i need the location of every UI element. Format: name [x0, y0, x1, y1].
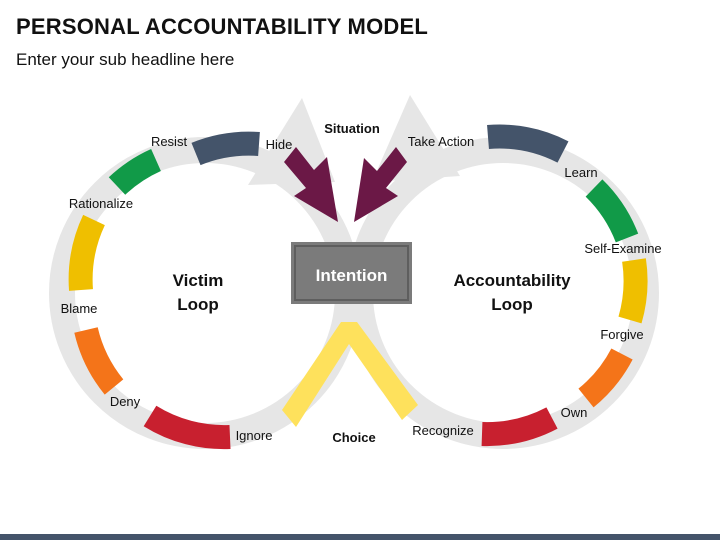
step-blame: Blame [61, 301, 98, 316]
intention-label: Intention [316, 266, 388, 285]
segment-resist [191, 131, 260, 166]
segment-rationalize [108, 149, 162, 195]
step-recognize: Recognize [412, 423, 473, 438]
page-subtitle: Enter your sub headline here [16, 50, 235, 69]
step-own: Own [561, 405, 588, 420]
segment-deny [74, 326, 124, 395]
page-title: PERSONAL ACCOUNTABILITY MODEL [16, 14, 428, 39]
step-ignore: Ignore [236, 428, 273, 443]
segment-ignore [143, 405, 231, 450]
segment-take-action [487, 124, 569, 163]
step-self-examine: Self-Examine [584, 241, 661, 256]
victim-loop-title-2: Loop [177, 295, 219, 314]
footer-bar [0, 534, 720, 540]
segment-own [578, 348, 633, 408]
accountability-loop-title-2: Loop [491, 295, 533, 314]
victim-loop-title-1: Victim [173, 271, 224, 290]
segment-recognize [481, 407, 558, 447]
step-forgive: Forgive [600, 327, 643, 342]
step-learn: Learn [564, 165, 597, 180]
segment-self-examine [618, 258, 648, 324]
step-deny: Deny [110, 394, 141, 409]
step-resist: Resist [151, 134, 188, 149]
step-hide: Hide [266, 137, 293, 152]
accountability-loop-title-1: Accountability [453, 271, 571, 290]
intention-box [291, 242, 412, 304]
choice-arrow [282, 322, 418, 427]
situation-arrow-left [284, 147, 338, 222]
step-rationalize: Rationalize [69, 196, 133, 211]
choice-label: Choice [332, 430, 375, 445]
step-take-action: Take Action [408, 134, 475, 149]
situation-label: Situation [324, 121, 380, 136]
segment-learn [585, 179, 639, 243]
segment-blame [68, 214, 105, 291]
victim-loop-arrowhead [248, 98, 335, 185]
situation-arrow-right [354, 147, 407, 222]
intention-box-inner [294, 245, 409, 301]
